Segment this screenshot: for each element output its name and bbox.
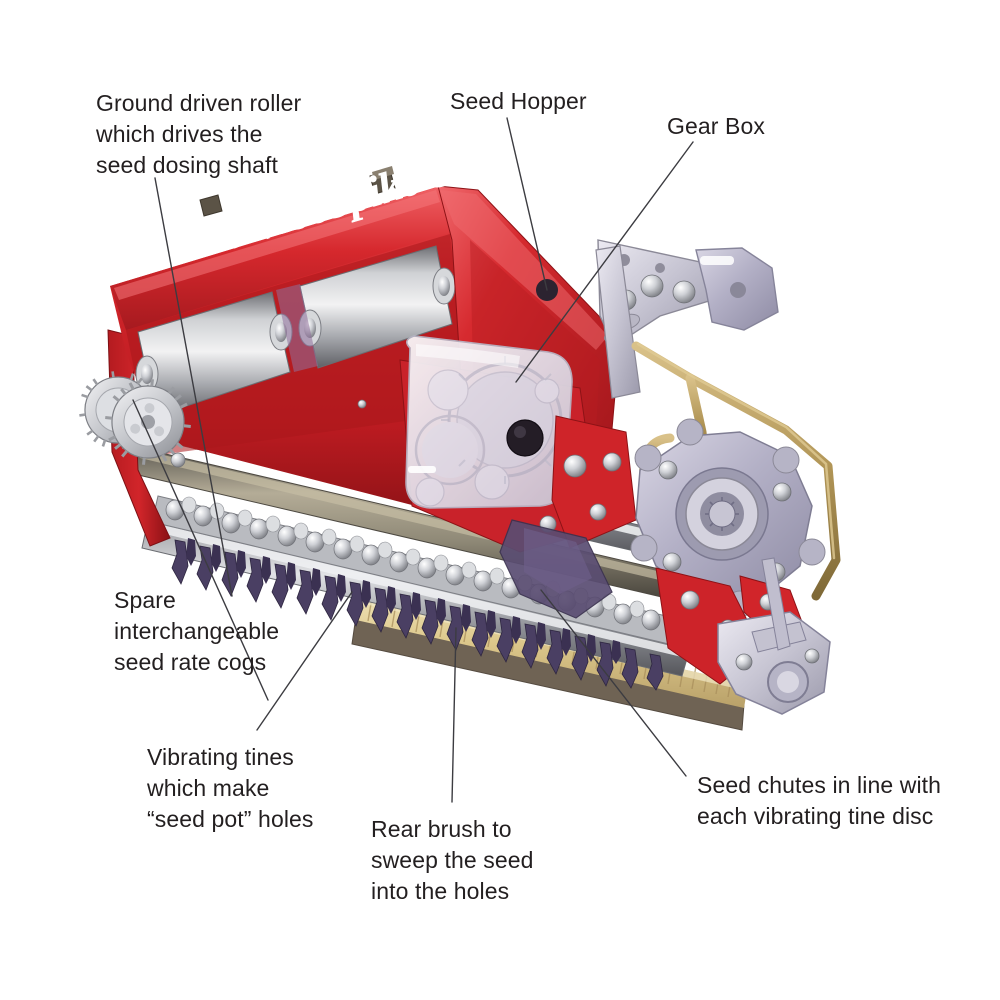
upper-linkage-arm xyxy=(595,239,713,399)
callout-vibrating-tines: Vibrating tines which make “seed pot” ho… xyxy=(147,744,314,832)
callout-seed-hopper: Seed Hopper xyxy=(450,88,587,114)
lower-right-hitch-mount xyxy=(717,557,831,715)
red-bracket-block xyxy=(539,415,637,549)
callout-gear-box: Gear Box xyxy=(667,113,765,139)
drive-hub-plate xyxy=(630,418,826,618)
upper-right-hook-plate xyxy=(695,247,779,331)
callout-seed-chutes: Seed chutes in line with each vibrating … xyxy=(697,772,942,829)
callout-spare-seed-rate-cogs: Spare interchangeable seed rate cogs xyxy=(114,587,280,675)
callout-ground-driven-roller: Ground driven roller which drives the se… xyxy=(96,90,302,178)
callout-rear-brush: Rear brush to sweep the seed into the ho… xyxy=(371,816,534,904)
